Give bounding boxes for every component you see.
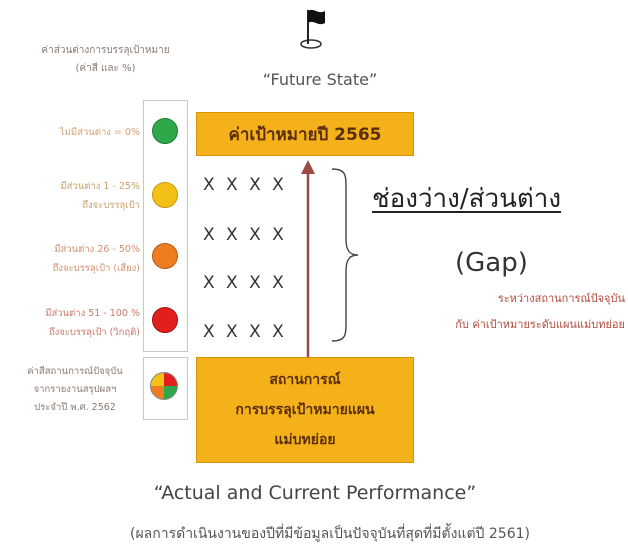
actual-performance-label: “Actual and Current Performance” [153,482,477,504]
legend-item-label: มีส่วนต่าง 26 - 50% [54,244,140,255]
legend-item-label: มีส่วนต่าง 1 - 25% [60,181,140,192]
legend-item-label: ไม่มีส่วนต่าง = 0% [59,127,140,138]
legend-status-line3: ประจำปี พ.ศ. 2562 [34,402,116,413]
legend-title-line2: (ค่าสี และ %) [75,63,136,74]
current-status-box: สถานการณ์ การบรรลุเป้าหมายแผน แม่บทย่อย [196,357,414,463]
legend-item-sublabel: ถึงจะบรรลุเป้า [82,200,140,211]
right-brace-icon [331,168,359,342]
legend-item-sublabel: ถึงจะบรรลุเป้า (เสี่ยง) [52,263,140,274]
legend-status-line1: ค่าสีสถานการณ์ปัจจุบัน [27,366,123,377]
gap-subtitle: (Gap) [455,248,528,278]
green-dot-icon [152,118,178,144]
gap-placeholder-row: X X X X [203,273,287,293]
gap-note-line2: กับ ค่าเป้าหมายระดับแผนแม่บทย่อย [455,318,625,331]
gap-placeholder-row: X X X X [203,175,287,195]
status-pie-icon [150,372,178,400]
target-box: ค่าเป้าหมายปี 2565 [196,112,414,156]
target-box-label: ค่าเป้าหมายปี 2565 [228,124,382,145]
up-arrow-icon [301,160,315,357]
legend-status-line2: จากรายงานสรุปผลฯ [33,384,117,395]
gap-note-line1: ระหว่างสถานการณ์ปัจจุบัน [497,292,625,305]
legend-title-line1: ค่าส่วนต่างการบรรลุเป้าหมาย [41,45,170,56]
yellow-dot-icon [152,182,178,208]
legend-item-low-gap: มีส่วนต่าง 1 - 25% ถึงจะบรรลุเป้า [10,177,140,215]
legend-item-sublabel: ถึงจะบรรลุเป้า (วิกฤติ) [48,327,140,338]
legend-item-risk-gap: มีส่วนต่าง 26 - 50% ถึงจะบรรลุเป้า (เสี่… [10,240,140,278]
legend-title: ค่าส่วนต่างการบรรลุเป้าหมาย (ค่าสี และ %… [18,42,193,78]
legend-item-label: มีส่วนต่าง 51 - 100 % [45,308,140,319]
red-dot-icon [152,307,178,333]
legend-item-no-gap: ไม่มีส่วนต่าง = 0% [10,123,140,142]
gap-note: ระหว่างสถานการณ์ปัจจุบัน กับ ค่าเป้าหมาย… [370,286,625,338]
flag-icon [300,9,325,49]
future-state-label: “Future State” [262,70,378,89]
gap-placeholder-row: X X X X [203,322,287,342]
footnote: (ผลการดำเนินงานของปีที่มีข้อมูลเป็นปัจจุ… [130,526,530,542]
legend-item-critical-gap: มีส่วนต่าง 51 - 100 % ถึงจะบรรลุเป้า (วิ… [10,304,140,342]
gap-placeholder-row: X X X X [203,225,287,245]
current-box-line1: สถานการณ์ [269,372,341,388]
legend-status-label: ค่าสีสถานการณ์ปัจจุบัน จากรายงานสรุปผลฯ … [10,363,140,417]
current-box-line3: แม่บทย่อย [274,432,336,448]
gap-title: ช่องว่าง/ส่วนต่าง [372,184,562,214]
current-box-line2: การบรรลุเป้าหมายแผน [235,402,375,418]
orange-dot-icon [152,243,178,269]
